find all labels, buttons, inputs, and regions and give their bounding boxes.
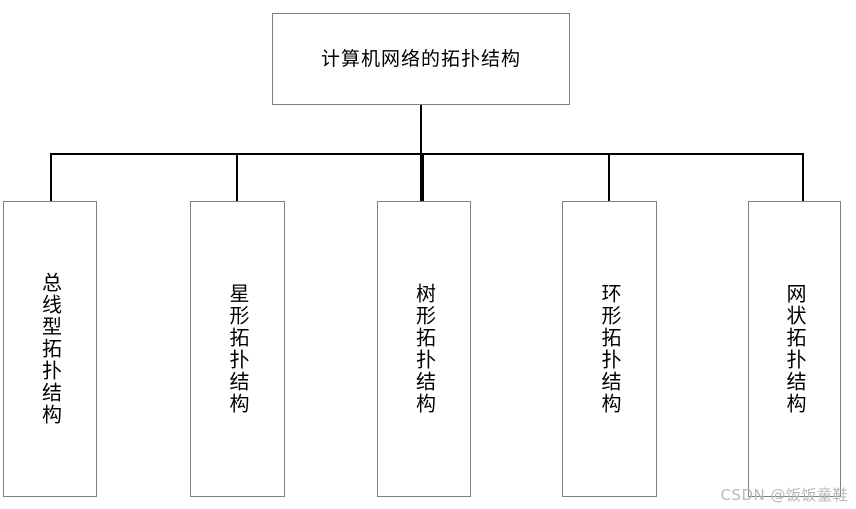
root-node: 计算机网络的拓扑结构 xyxy=(272,13,570,105)
child-node-label: 星形拓扑结构 xyxy=(226,283,250,415)
child-node-bus-topology: 总线型拓扑结构 xyxy=(3,201,97,497)
child-node-tree-topology: 树形拓扑结构 xyxy=(377,201,471,497)
child-node-label: 总线型拓扑结构 xyxy=(38,272,63,426)
connector-leg-4 xyxy=(608,153,610,201)
connector-horizontal-bar xyxy=(50,153,804,155)
child-node-label: 树形拓扑结构 xyxy=(412,283,437,415)
child-node-label: 网状拓扑结构 xyxy=(783,283,807,415)
child-node-label: 环形拓扑结构 xyxy=(598,283,622,415)
connector-leg-3 xyxy=(422,153,424,201)
connector-leg-1 xyxy=(50,153,52,201)
child-node-star-topology: 星形拓扑结构 xyxy=(190,201,285,497)
connector-leg-2 xyxy=(236,153,238,201)
child-node-mesh-topology: 网状拓扑结构 xyxy=(748,201,841,497)
connector-leg-5 xyxy=(802,153,804,201)
child-node-ring-topology: 环形拓扑结构 xyxy=(562,201,657,497)
root-node-label: 计算机网络的拓扑结构 xyxy=(320,47,521,70)
